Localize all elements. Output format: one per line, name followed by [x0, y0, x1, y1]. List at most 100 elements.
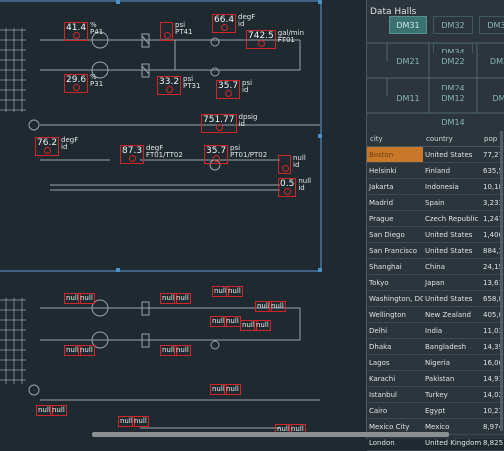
selection-handle[interactable]: [318, 0, 322, 4]
cell-country: Finland: [425, 167, 451, 175]
selection-handle[interactable]: [318, 134, 322, 138]
null-tag[interactable]: null: [160, 345, 177, 356]
cell-city: Helsinki: [369, 167, 397, 175]
cell-city: San Francisco: [369, 247, 418, 255]
null-tag[interactable]: null: [78, 293, 95, 304]
null-tag[interactable]: null: [160, 293, 177, 304]
null-tag[interactable]: null: [212, 286, 229, 297]
hall-dm31[interactable]: DM31: [389, 16, 427, 34]
null-tag[interactable]: null: [36, 405, 53, 416]
hall-dm11[interactable]: DM11: [389, 90, 427, 108]
null-tag[interactable]: null: [254, 320, 271, 331]
null-tag[interactable]: null: [224, 384, 241, 395]
data-halls-map[interactable]: DM31 DM32 DM33 DM34 DM21 DM22 DM2 DM24 D…: [367, 16, 504, 130]
cell-city: Lagos: [369, 359, 390, 367]
cell-country: Czech Republic: [425, 215, 479, 223]
null-tag[interactable]: null: [269, 301, 286, 312]
cell-city: Istanbul: [369, 391, 398, 399]
pid-diagram-lines: [0, 0, 322, 429]
cell-pop: 1,406: [483, 231, 504, 239]
null-tag[interactable]: null: [255, 301, 272, 312]
null-tag[interactable]: null: [50, 405, 67, 416]
cell-city: London: [369, 439, 395, 447]
hall-dm14[interactable]: DM14: [433, 114, 473, 130]
column-header-country[interactable]: country: [426, 135, 453, 143]
selection-handle[interactable]: [116, 268, 120, 272]
cell-pop: 405,0: [483, 311, 504, 319]
hall-dm22[interactable]: DM22: [433, 53, 473, 71]
cell-pop: 8,974: [483, 423, 504, 431]
table-row[interactable]: Helsinki Finland 635,5: [367, 163, 504, 179]
cell-pop: 77,27: [483, 151, 504, 159]
data-halls-panel: Data Halls DM31 DM32 DM33 DM34 DM21 DM22…: [366, 0, 504, 451]
tag-p31[interactable]: 29.6 %P31: [64, 74, 103, 93]
column-header-city[interactable]: city: [370, 135, 383, 143]
cell-country: United States: [425, 295, 473, 303]
column-header-pop[interactable]: pop: [484, 135, 498, 143]
tag-value: 35.7: [204, 145, 229, 164]
null-tag[interactable]: null: [210, 316, 227, 327]
cell-pop: 635,5: [483, 167, 504, 175]
cell-city: Mexico City: [369, 423, 410, 431]
null-tag[interactable]: null: [64, 293, 81, 304]
hall-dm2x[interactable]: DM2: [479, 53, 504, 71]
null-tag[interactable]: null: [118, 416, 135, 427]
cell-country: United States: [425, 231, 473, 239]
hall-dm21[interactable]: DM21: [389, 53, 427, 71]
cell-country: Nigeria: [425, 359, 451, 367]
tag-p41[interactable]: 41.4 %P41: [64, 22, 103, 41]
hall-dm33[interactable]: DM33: [479, 16, 504, 34]
tag-value: 33.2: [157, 76, 182, 95]
null-tag[interactable]: null: [174, 293, 191, 304]
cell-country: Egypt: [425, 407, 446, 415]
selection-handle[interactable]: [318, 268, 322, 272]
null-tag[interactable]: null: [132, 416, 149, 427]
null-tag[interactable]: null: [174, 345, 191, 356]
null-tag[interactable]: null: [240, 320, 257, 331]
null-tag[interactable]: null: [78, 345, 95, 356]
cell-country: China: [425, 263, 445, 271]
cell-country: India: [425, 327, 443, 335]
cell-city: Shanghai: [369, 263, 402, 271]
null-tag[interactable]: null: [226, 286, 243, 297]
null-tag[interactable]: null: [210, 384, 227, 395]
horizontal-scrollbar[interactable]: [92, 432, 449, 437]
null-tag[interactable]: null: [224, 316, 241, 327]
hall-dm12[interactable]: DM12: [433, 90, 473, 108]
hall-dm32[interactable]: DM32: [433, 16, 473, 34]
selection-handle[interactable]: [116, 0, 120, 4]
hall-dm1x[interactable]: DM: [479, 90, 504, 108]
cell-city: Washington, DC: [369, 295, 423, 303]
null-tag[interactable]: null: [64, 345, 81, 356]
vertical-scrollbar[interactable]: [500, 131, 503, 431]
